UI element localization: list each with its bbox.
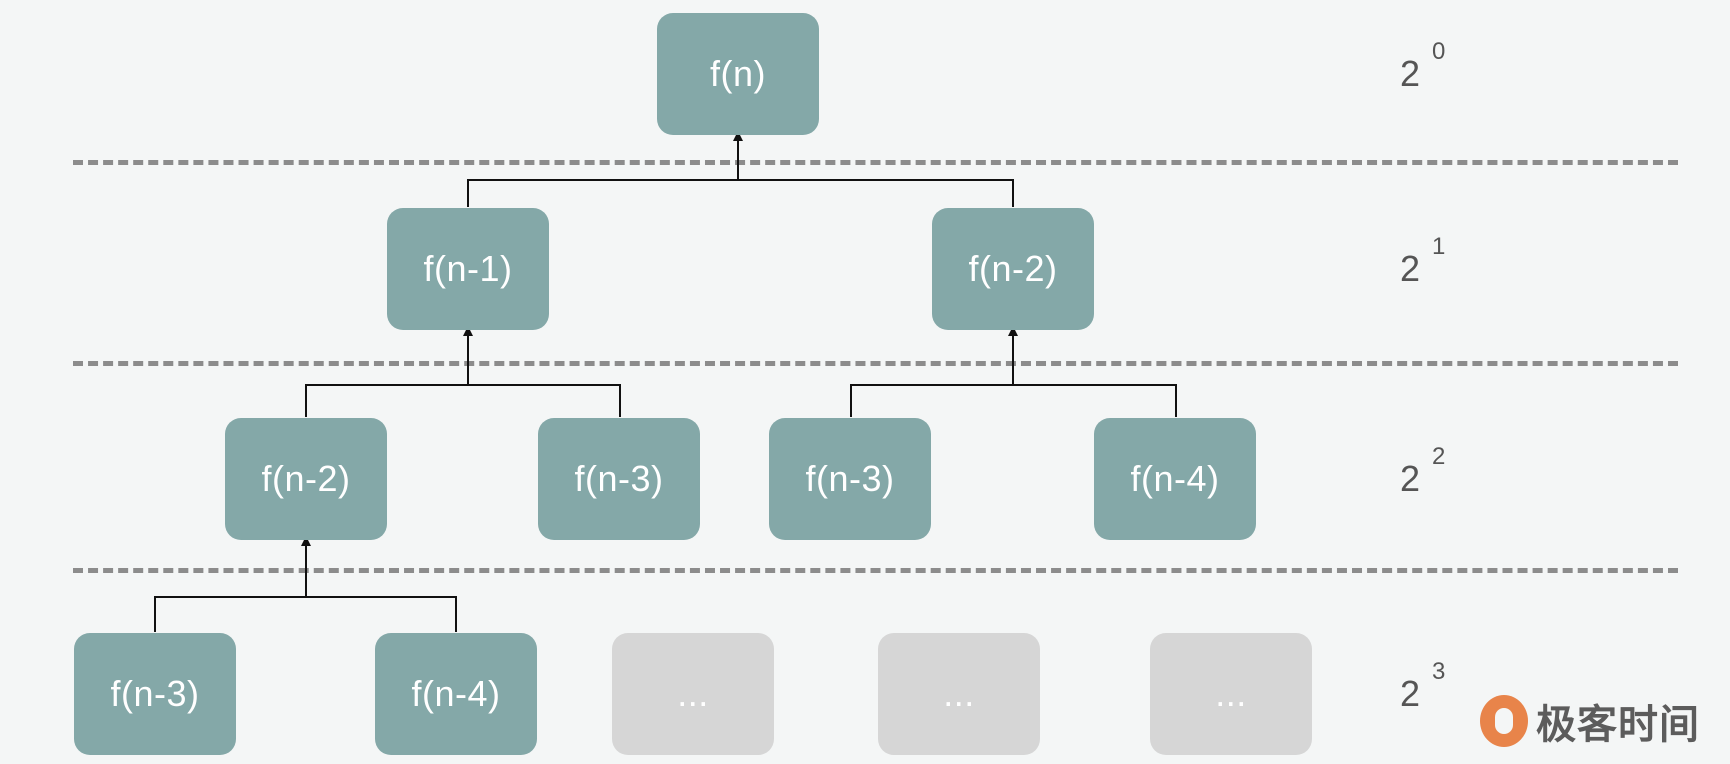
node-l3-2: f(n-4) (375, 633, 537, 755)
level-base: 2 (1400, 248, 1421, 289)
link-l1-to-root (467, 179, 1014, 207)
node-l3-placeholder-2: ... (878, 633, 1040, 755)
node-l3-placeholder-3: ... (1150, 633, 1312, 755)
level-exponent: 0 (1432, 38, 1446, 65)
node-l2-4: f(n-4) (1094, 418, 1256, 540)
geektime-logo-icon (1480, 695, 1528, 747)
level-exponent: 2 (1432, 443, 1446, 470)
link-l2b-to-l1right (850, 384, 1177, 417)
level-exponent: 1 (1432, 233, 1446, 260)
node-l2-1: f(n-2) (225, 418, 387, 540)
level-divider-3 (73, 568, 1678, 573)
node-root: f(n) (657, 13, 819, 135)
level-count-0: 20 (1400, 38, 1445, 95)
node-l2-2: f(n-3) (538, 418, 700, 540)
level-exponent: 3 (1432, 658, 1446, 685)
link-l3-to-l2 (154, 596, 457, 632)
node-l3-placeholder-1: ... (612, 633, 774, 755)
level-count-2: 22 (1400, 443, 1445, 500)
node-l1-left: f(n-1) (387, 208, 549, 330)
level-divider-2 (73, 361, 1678, 366)
brand-watermark: 极客时间 (1480, 692, 1700, 750)
level-base: 2 (1400, 53, 1421, 94)
node-l3-1: f(n-3) (74, 633, 236, 755)
link-l2a-to-l1left (305, 384, 621, 417)
node-l2-3: f(n-3) (769, 418, 931, 540)
level-base: 2 (1400, 458, 1421, 499)
node-l1-right: f(n-2) (932, 208, 1094, 330)
level-base: 2 (1400, 673, 1421, 714)
level-count-1: 21 (1400, 233, 1445, 290)
level-divider-1 (73, 160, 1678, 165)
brand-name: 极客时间 (1536, 703, 1700, 747)
level-count-3: 23 (1400, 658, 1445, 715)
